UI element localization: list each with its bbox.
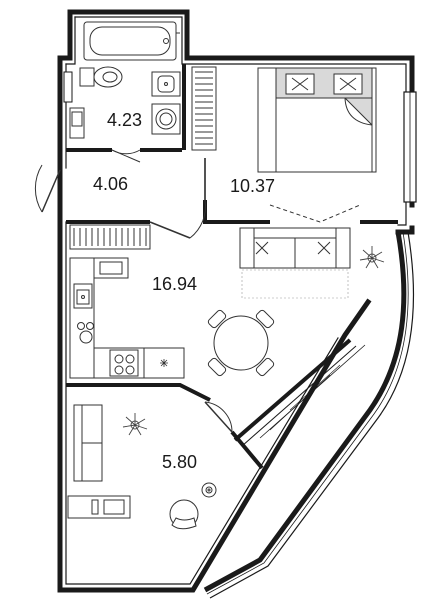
plant-living	[359, 246, 385, 269]
area-label-bedroom: 10.37	[230, 176, 275, 196]
cabinet-loggia	[67, 495, 131, 519]
sink	[73, 283, 93, 309]
area-label-bathroom: 4.23	[107, 110, 142, 130]
interior-walls	[66, 64, 398, 470]
doors	[34, 149, 361, 433]
wardrobe-bedroom	[191, 66, 217, 151]
bathtub	[83, 21, 180, 61]
area-label-hallway: 4.06	[93, 174, 128, 194]
cooktop	[109, 349, 139, 377]
bathroom-shelf	[69, 107, 85, 139]
washbasin	[151, 71, 181, 97]
sofa-loggia	[73, 404, 103, 482]
sofa	[239, 227, 351, 269]
area-label-kitchen-living: 16.94	[152, 274, 197, 294]
washing-machine	[151, 103, 181, 135]
plant-loggia	[122, 413, 148, 436]
toilet	[79, 66, 123, 88]
area-labels: 4.23 4.06 10.37 16.94 5.80	[93, 110, 275, 472]
dining-table	[207, 309, 275, 377]
armchair	[169, 499, 199, 530]
hob-small	[77, 322, 94, 344]
fridge-star	[160, 359, 168, 367]
area-label-loggia: 5.80	[162, 452, 197, 472]
curved-window	[63, 71, 417, 599]
double-bed	[257, 67, 377, 173]
side-table	[201, 482, 217, 498]
wardrobe-hallway	[69, 224, 151, 250]
rug	[241, 269, 349, 299]
